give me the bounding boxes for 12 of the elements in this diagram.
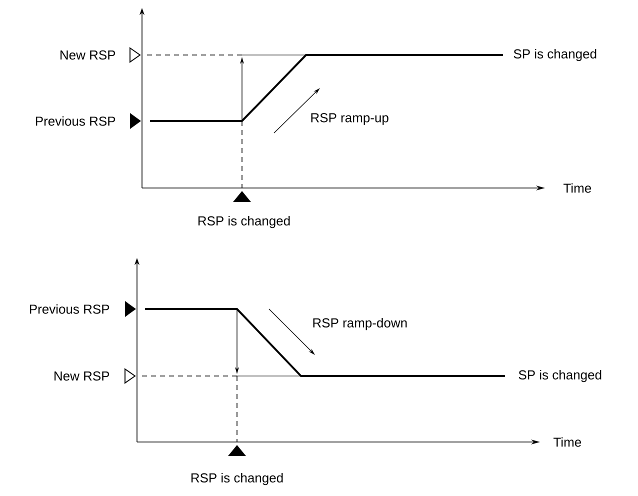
axis-label: Time [564, 183, 592, 193]
level-label: Previous RSP [30, 304, 110, 314]
ramp-label: RSP ramp-down [313, 318, 407, 330]
ramp-label: RSP ramp-up [311, 113, 388, 125]
event-label: RSP is changed [198, 216, 290, 228]
note-label: SP is changed [514, 48, 596, 62]
level-label: New RSP [54, 371, 110, 381]
level-label: New RSP [60, 50, 116, 60]
event-label: RSP is changed [191, 472, 283, 486]
axis-label: Time [554, 437, 582, 447]
level-label: Previous RSP [36, 116, 116, 126]
note-label: SP is changed [518, 370, 602, 382]
